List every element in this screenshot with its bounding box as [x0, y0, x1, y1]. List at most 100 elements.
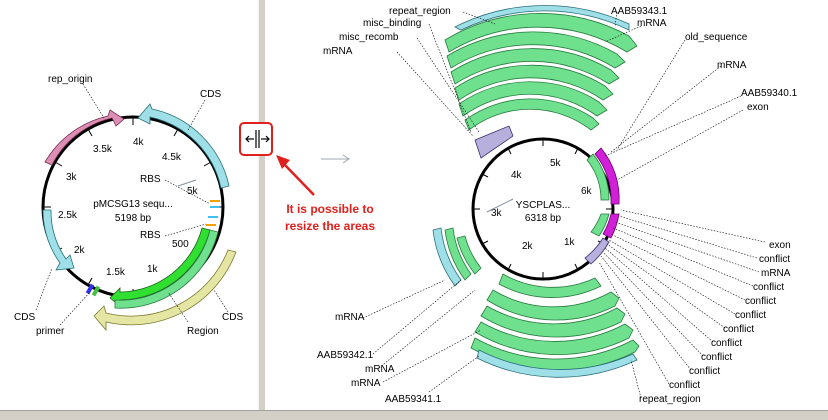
- label-left-4: AAB59341.1: [385, 394, 442, 405]
- tick-label-3-5k: 3.5k: [93, 144, 113, 155]
- label-aab59340: AAB59340.1: [741, 88, 798, 99]
- label-right-3: conflict: [753, 282, 784, 293]
- label-primer: primer: [36, 326, 65, 337]
- tick-label-1k: 1k: [564, 237, 576, 248]
- bottom-arc-cyan[interactable]: [476, 349, 638, 378]
- right-map-length: 6318 bp: [525, 213, 562, 224]
- left-rbs-mark-2[interactable]: [210, 206, 220, 208]
- left-cyan-arc[interactable]: [432, 227, 462, 287]
- label-rep-origin: rep_origin: [48, 74, 92, 85]
- right-leader-lines: [598, 209, 766, 399]
- label-region: Region: [187, 326, 219, 337]
- tick-label-4-5k: 4.5k: [162, 152, 182, 163]
- label-mrna-right-1: mRNA: [717, 60, 747, 71]
- label-right-11: repeat_region: [639, 394, 701, 405]
- bottom-arc-1[interactable]: [498, 273, 602, 298]
- left-cds-top-arrow[interactable]: [137, 103, 230, 189]
- left-rbs-mark-1[interactable]: [210, 200, 220, 202]
- top-feature-stack[interactable]: [444, 5, 638, 159]
- label-exon-top: exon: [747, 102, 769, 113]
- label-right-1: conflict: [759, 254, 790, 265]
- left-rbs-mark-3[interactable]: [208, 216, 218, 218]
- tick-label-5k: 5k: [550, 158, 562, 169]
- left-region-arrow[interactable]: [109, 227, 211, 307]
- label-cds-left: CDS: [14, 312, 35, 323]
- top-arc-5[interactable]: [458, 81, 608, 117]
- label-mrna-top-left: mRNA: [323, 46, 353, 57]
- tick-label-3k: 3k: [66, 172, 78, 183]
- bottom-arc-3[interactable]: [480, 305, 626, 338]
- tick-label-500: 500: [172, 239, 189, 250]
- left-green-arc-1[interactable]: [444, 227, 472, 281]
- top-leader-lines: [396, 11, 744, 181]
- label-left-3: mRNA: [351, 378, 381, 389]
- label-mrna-top-right: mRNA: [637, 18, 667, 29]
- right-map-pane[interactable]: 5k 4k 6k 3k 2k 1k YSCPLAS... 6318 bp: [265, 0, 828, 410]
- left-leader-lines: [362, 279, 482, 393]
- tick-label-2k: 2k: [74, 245, 86, 256]
- right-purple-arc[interactable]: [584, 237, 610, 265]
- bottom-arc-2[interactable]: [486, 289, 620, 321]
- label-left-1: AAB59342.1: [317, 350, 374, 361]
- tick-label-4k: 4k: [133, 137, 145, 148]
- left-map-name: pMCSG13 sequ...: [93, 199, 172, 210]
- left-cds-left-arrow[interactable]: [42, 209, 75, 271]
- top-arc-6[interactable]: [464, 98, 600, 131]
- label-left-0: mRNA: [335, 312, 365, 323]
- left-plasmid-map[interactable]: 4k 4.5k 3.5k 3k 2.5k 2k 1.5k 1k 500 5k p…: [0, 0, 258, 410]
- top-arc-2[interactable]: [446, 31, 626, 69]
- label-right-2: mRNA: [761, 268, 791, 279]
- label-left-2: mRNA: [365, 364, 395, 375]
- left-center-arrow: [177, 179, 197, 187]
- top-arc-1[interactable]: [444, 13, 638, 53]
- left-rbs-mark-4[interactable]: [206, 224, 216, 226]
- right-magenta-arc-2[interactable]: [602, 213, 620, 239]
- label-rbs-1: RBS: [140, 174, 161, 185]
- label-cds-top: CDS: [200, 89, 221, 100]
- label-right-10: conflict: [669, 380, 700, 391]
- right-center-arrow: [486, 198, 514, 213]
- left-map-pane[interactable]: 4k 4.5k 3.5k 3k 2.5k 2k 1.5k 1k 500 5k p…: [0, 0, 259, 410]
- tick-label-2-5k: 2.5k: [58, 210, 78, 221]
- tick-label-1k: 1k: [147, 264, 159, 275]
- right-map-name: YSCPLAS...: [516, 200, 570, 211]
- left-primer-mark-2[interactable]: [91, 285, 101, 297]
- label-old-sequence: old_sequence: [685, 32, 748, 43]
- right-green-arc-2[interactable]: [590, 213, 610, 237]
- left-map-length: 5198 bp: [115, 213, 152, 224]
- top-purple-block[interactable]: [474, 125, 514, 159]
- label-rbs-2: RBS: [140, 230, 161, 241]
- label-right-6: conflict: [723, 324, 754, 335]
- label-cds-bottom: CDS: [222, 312, 243, 323]
- label-misc-recomb: misc_recomb: [339, 32, 399, 43]
- label-right-5: conflict: [735, 310, 766, 321]
- tick-label-6k: 6k: [581, 186, 593, 197]
- label-misc-binding: misc_binding: [363, 18, 421, 29]
- tick-label-2k: 2k: [522, 241, 534, 252]
- left-cds-bottom-arrow[interactable]: [93, 249, 237, 332]
- window-bottom-edge: [0, 410, 828, 420]
- label-aab59343: AAB59343.1: [611, 6, 668, 17]
- bottom-feature-stack[interactable]: [470, 273, 640, 378]
- tick-label-5k: 5k: [187, 186, 199, 197]
- left-rep-origin-arrow[interactable]: [44, 109, 125, 166]
- right-magenta-arc-1[interactable]: [594, 147, 620, 205]
- tick-label-3k: 3k: [491, 208, 503, 219]
- right-green-arc-1[interactable]: [586, 153, 610, 201]
- top-arc-3[interactable]: [450, 48, 620, 85]
- label-right-4: conflict: [745, 296, 776, 307]
- bottom-arc-4[interactable]: [474, 321, 634, 355]
- right-plasmid-map[interactable]: 5k 4k 6k 3k 2k 1k YSCPLAS... 6318 bp: [265, 0, 828, 410]
- label-right-7: conflict: [711, 338, 742, 349]
- top-arc-cyan[interactable]: [454, 5, 630, 31]
- tick-label-4k: 4k: [511, 170, 523, 181]
- label-right-0: exon: [769, 240, 791, 251]
- left-region-arrow-2[interactable]: [114, 229, 219, 309]
- label-right-8: conflict: [701, 352, 732, 363]
- left-green-arc-2[interactable]: [456, 235, 482, 275]
- label-right-9: conflict: [689, 366, 720, 377]
- label-repeat-region-top: repeat_region: [389, 6, 451, 17]
- top-arc-4[interactable]: [454, 64, 614, 101]
- left-primer-mark-1[interactable]: [85, 283, 95, 295]
